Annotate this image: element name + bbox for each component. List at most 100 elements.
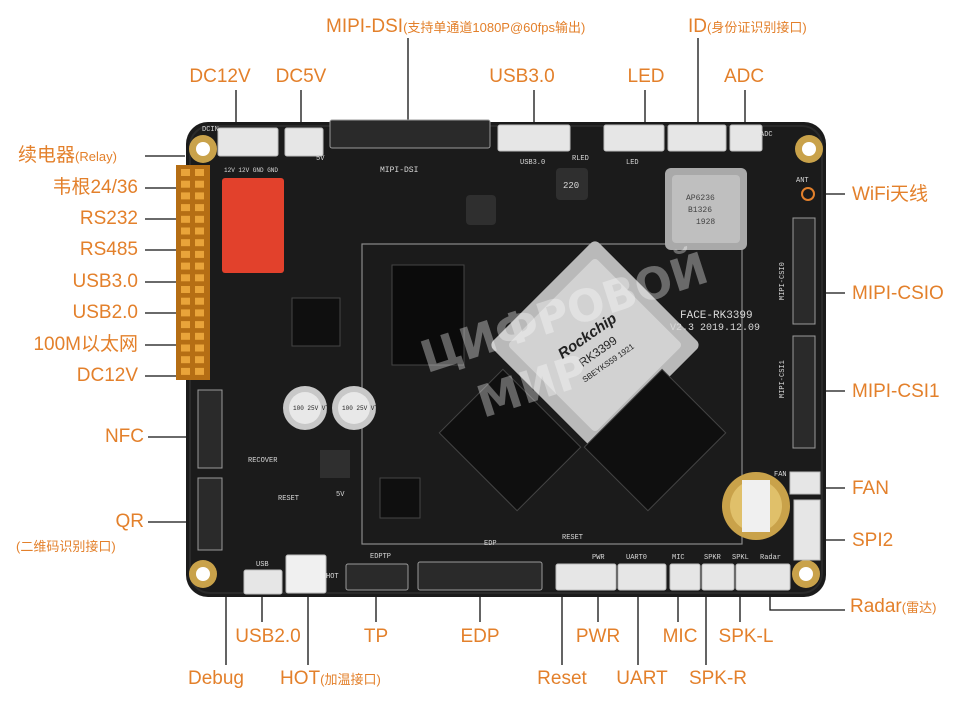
label-hot: HOT(加温接口) xyxy=(280,668,381,691)
label-edp: EDP xyxy=(460,626,500,647)
silk-dcin: DCIN xyxy=(202,126,219,134)
header-pin xyxy=(195,169,204,176)
label-dc12v-left: DC12V xyxy=(76,365,138,386)
label-adc: ADC xyxy=(723,66,765,87)
silk-cap1: 100 25V VT xyxy=(293,405,329,412)
header-pin xyxy=(195,332,204,340)
coin-battery xyxy=(722,472,790,540)
silk-radar: Radar xyxy=(760,554,781,562)
header-pin xyxy=(195,215,204,223)
header-pin xyxy=(195,286,204,293)
header-pin xyxy=(195,321,204,329)
label-reset: Reset xyxy=(537,668,587,689)
label-pwr: PWR xyxy=(575,626,621,647)
label-dc12v-top: DC12V xyxy=(189,66,251,87)
silk-wifi-3: 1928 xyxy=(696,218,715,227)
label-usb30-left: USB3.0 xyxy=(72,271,138,292)
radar-text: Radar xyxy=(850,596,902,617)
header-pin xyxy=(181,344,190,352)
label-spk-l: SPK-L xyxy=(718,626,774,647)
silk-spkl: SPKL xyxy=(732,554,749,562)
header-pin xyxy=(181,321,190,329)
header-pin xyxy=(195,192,204,200)
label-mic: MIC xyxy=(662,626,698,647)
silk-led: LED xyxy=(626,159,639,167)
header-pin xyxy=(181,180,190,188)
label-dc5v: DC5V xyxy=(275,66,327,87)
label-uart: UART xyxy=(616,668,668,689)
header-pin xyxy=(195,367,204,375)
mounting-holes xyxy=(189,135,823,588)
silk-pwr: PWR xyxy=(592,554,605,562)
id-text: ID xyxy=(688,16,707,37)
header-pin xyxy=(181,286,190,293)
header-pin xyxy=(195,356,204,364)
left-pin-header xyxy=(176,165,210,380)
label-usb20-left: USB2.0 xyxy=(72,302,138,323)
silk-reset-side: RESET xyxy=(278,495,299,503)
label-led: LED xyxy=(627,66,665,87)
silk-board-version: V2.3 2019.12.09 xyxy=(670,323,760,334)
silk-csi0: MIPI-CSI0 xyxy=(779,262,787,300)
label-debug: Debug xyxy=(188,668,244,689)
silk-inductor: 220 xyxy=(563,181,579,191)
header-pin xyxy=(195,262,204,270)
mipi-dsi-note: (支持单通道1080P@60fps输出) xyxy=(403,20,586,35)
header-pin xyxy=(181,192,190,200)
silk-5v-a: 5V xyxy=(316,155,325,163)
silk-wifi-1: AP6236 xyxy=(686,194,715,203)
label-radar: Radar(雷达) xyxy=(850,596,936,619)
silk-edptp: EDPTP xyxy=(370,553,391,561)
hot-text: HOT xyxy=(280,668,321,689)
mipi-dsi-text: MIPI-DSI xyxy=(326,16,404,37)
silk-recover: RECOVER xyxy=(248,457,278,465)
silk-rled: RLED xyxy=(572,155,589,163)
label-ethernet: 100M以太网 xyxy=(33,334,138,355)
hot-note: (加温接口) xyxy=(320,672,381,687)
header-pin xyxy=(195,204,204,212)
header-pin xyxy=(181,239,190,247)
silk-fan: FAN xyxy=(774,471,787,479)
label-mipi-dsi: MIPI-DSI(支持单通道1080P@60fps输出) xyxy=(326,16,585,39)
header-pin xyxy=(195,227,204,235)
silk-reset-top: RESET xyxy=(562,534,583,542)
label-rs485: RS485 xyxy=(79,239,138,260)
header-pin xyxy=(181,204,190,212)
silk-adc: ADC xyxy=(760,131,773,139)
header-pin xyxy=(195,180,204,188)
label-wiegand: 韦根24/36 xyxy=(52,177,138,198)
silk-5v-b: 5V xyxy=(336,491,345,499)
silk-hot: HOT xyxy=(326,573,339,581)
silk-ant: ANT xyxy=(796,177,809,185)
silk-edp: EDP xyxy=(484,540,497,548)
label-fan: FAN xyxy=(852,478,889,499)
relay-component xyxy=(222,178,284,273)
header-pin xyxy=(195,250,204,258)
memory-chips xyxy=(391,264,727,512)
header-pin xyxy=(181,250,190,258)
header-pin xyxy=(195,239,204,247)
header-pin xyxy=(181,356,190,364)
header-pin xyxy=(195,344,204,352)
label-qr-note: (二维码识别接口) xyxy=(16,539,116,554)
label-rs232: RS232 xyxy=(79,208,138,229)
header-pin xyxy=(181,297,190,305)
capacitors xyxy=(283,386,376,430)
label-qr: QR xyxy=(115,511,145,532)
relay-note: (Relay) xyxy=(75,149,117,164)
side-connectors xyxy=(197,389,223,551)
silk-uart0: UART0 xyxy=(626,554,647,562)
header-pin xyxy=(195,274,204,282)
label-csi1: MIPI-CSI1 xyxy=(852,381,940,402)
header-pin xyxy=(181,309,190,317)
id-note: (身份证识别接口) xyxy=(707,20,807,35)
silk-mic: MIC xyxy=(672,554,685,562)
silk-cap2: 100 25V VT xyxy=(342,405,378,412)
header-pin xyxy=(181,169,190,176)
header-pin xyxy=(181,332,190,340)
relay-text: 续电器 xyxy=(18,145,76,166)
header-pin xyxy=(181,274,190,282)
label-tp: TP xyxy=(363,626,389,647)
label-usb20-bottom: USB2.0 xyxy=(235,626,301,647)
